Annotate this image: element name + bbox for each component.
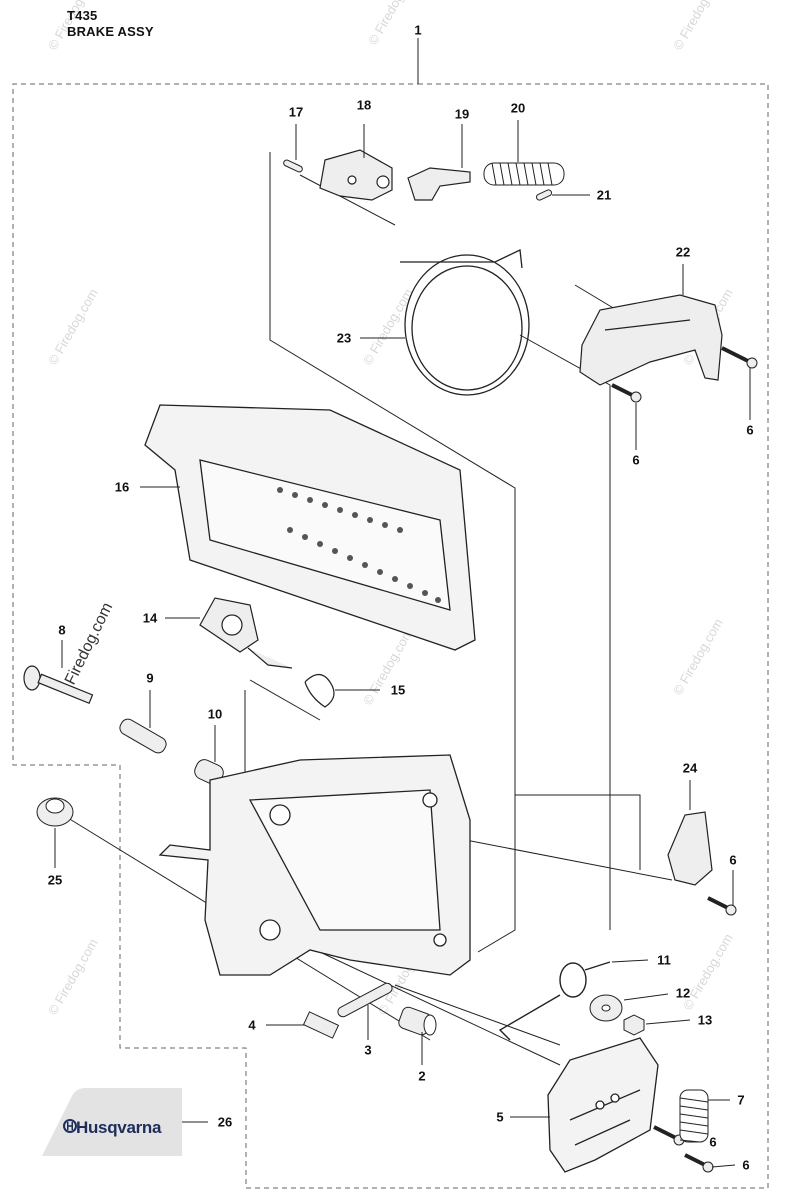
husqvarna-logo — [42, 1088, 182, 1156]
callout-26: 26 — [217, 1114, 233, 1130]
callout-18: 18 — [356, 97, 372, 113]
callout-25: 25 — [47, 872, 63, 888]
part-21-pin — [535, 189, 553, 201]
part-3-pin — [337, 982, 393, 1018]
diagram-title: BRAKE ASSY — [67, 24, 154, 39]
part-9-sleeve — [119, 718, 167, 754]
part-7-spring — [679, 1089, 709, 1143]
callout-24: 24 — [682, 760, 698, 776]
part-19-link — [407, 167, 471, 201]
part-12-washer — [589, 994, 623, 1022]
crown-icon — [63, 1119, 77, 1133]
callout-6: 6 — [709, 1134, 717, 1150]
callout-9: 9 — [146, 670, 154, 686]
callout-6: 6 — [742, 1157, 750, 1173]
callout-19: 19 — [454, 106, 470, 122]
part-20-spring — [483, 162, 565, 186]
part-14-lever — [199, 597, 293, 669]
callout-20: 20 — [510, 100, 526, 116]
part-17-pin — [283, 159, 303, 173]
callout-8: 8 — [58, 622, 66, 638]
callout-5: 5 — [496, 1109, 504, 1125]
callout-12: 12 — [675, 985, 691, 1001]
part-18-brake-lever — [319, 149, 393, 201]
callout-14: 14 — [142, 610, 158, 626]
callout-7: 7 — [737, 1092, 745, 1108]
callout-15: 15 — [390, 682, 406, 698]
part-2-bushing — [398, 1006, 437, 1036]
part-13-nut — [623, 1014, 645, 1036]
part-8-bolt — [23, 665, 94, 705]
callout-16: 16 — [114, 479, 130, 495]
part-6-screw — [611, 346, 758, 403]
callout-11: 11 — [657, 952, 671, 968]
part-4-clip — [302, 1011, 340, 1039]
part-15-spring — [304, 673, 335, 708]
brand-wordmark: Husqvarna — [76, 1118, 162, 1137]
main-housing — [158, 754, 471, 976]
callout-17: 17 — [288, 104, 304, 120]
callout-2: 2 — [418, 1068, 426, 1084]
part-5-plate — [547, 1037, 659, 1173]
assembly-boundary — [12, 83, 769, 1189]
model-number: T435 — [67, 8, 98, 23]
assembly-lines — [67, 152, 673, 1066]
callout-23: 23 — [336, 330, 352, 346]
callout-3: 3 — [364, 1042, 372, 1058]
part-16-cover — [144, 404, 476, 651]
callout-10: 10 — [207, 706, 223, 722]
callout-6: 6 — [632, 452, 640, 468]
callout-6: 6 — [746, 422, 754, 438]
part-25-nut — [36, 797, 74, 827]
part-24-bracket — [667, 811, 713, 886]
callout-22: 22 — [675, 244, 691, 260]
callout-6: 6 — [729, 852, 737, 868]
callout-13: 13 — [697, 1012, 713, 1028]
callout-21: 21 — [596, 187, 612, 203]
callout-leaders — [54, 120, 751, 1168]
part-11-spring — [498, 961, 611, 1041]
callout-1: 1 — [414, 22, 422, 38]
part-22-guard — [579, 294, 723, 386]
part-23-brake-band — [400, 249, 530, 396]
callout-4: 4 — [248, 1017, 256, 1033]
cover-vent-holes — [277, 487, 441, 603]
